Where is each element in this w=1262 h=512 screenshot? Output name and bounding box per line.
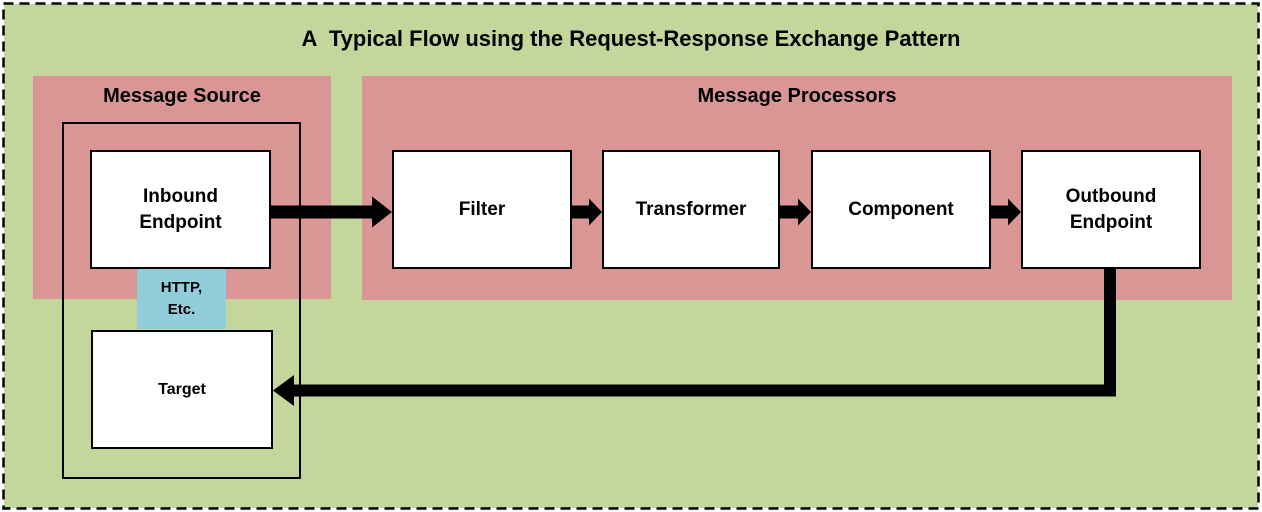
connector-http-label: HTTP, Etc. <box>160 279 203 318</box>
connector-http: HTTP, Etc. <box>137 269 226 329</box>
node-inbound-endpoint: Inbound Endpoint <box>90 150 271 269</box>
node-filter-label: Filter <box>458 198 506 220</box>
node-transformer-label: Transformer <box>635 198 747 220</box>
node-component-label: Component <box>848 198 954 220</box>
group-message-source-label: Message Source <box>103 85 261 107</box>
node-filter: Filter <box>392 150 572 269</box>
group-message-processors-label: Message Processors <box>697 85 897 107</box>
node-outbound-endpoint: Outbound Endpoint <box>1021 150 1201 269</box>
node-inbound-endpoint-label: Inbound Endpoint <box>139 185 222 233</box>
diagram-title: A Typical Flow using the Request-Respons… <box>301 26 961 51</box>
node-target-label: Target <box>158 380 206 398</box>
node-target: Target <box>91 330 273 449</box>
node-transformer: Transformer <box>602 150 780 269</box>
node-outbound-endpoint-label: Outbound Endpoint <box>1065 185 1157 233</box>
node-component: Component <box>811 150 991 269</box>
